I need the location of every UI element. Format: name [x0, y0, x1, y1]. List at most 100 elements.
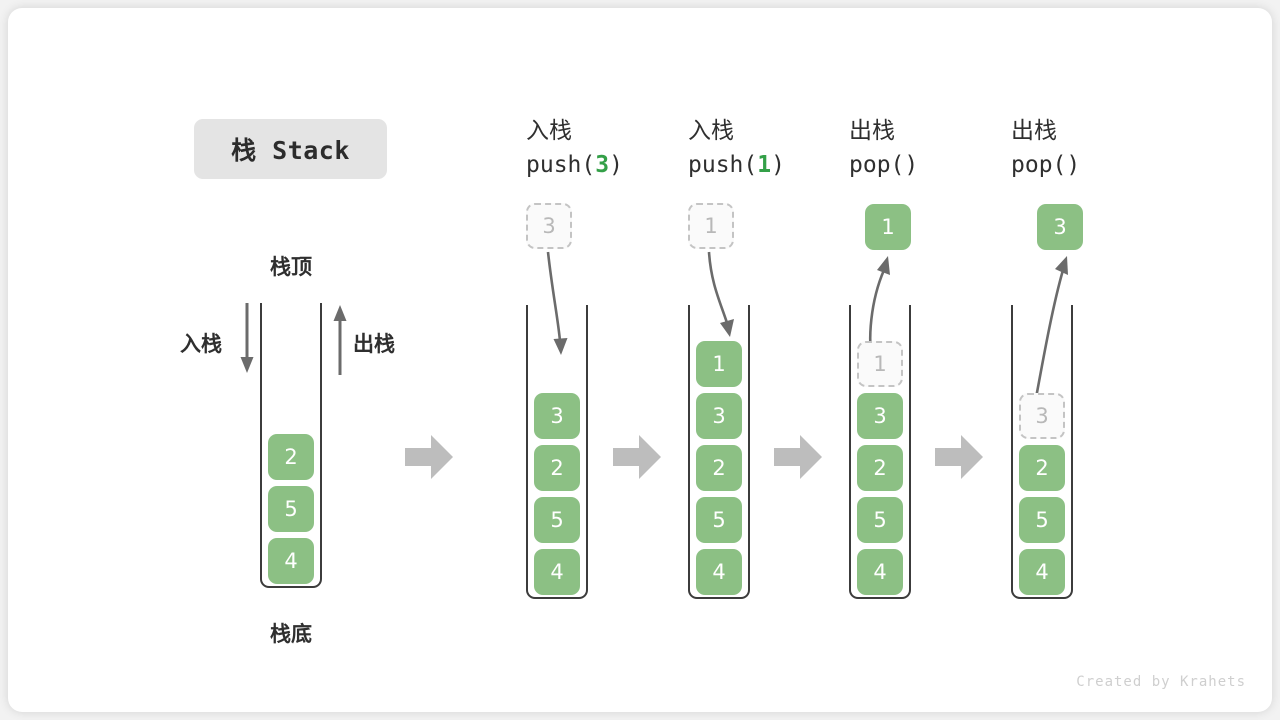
stack-cell: 2 [534, 445, 580, 491]
main-pop-label: 出栈 [353, 332, 395, 356]
stack-cells-3: 4 5 2 3 [1011, 387, 1073, 595]
stack-walls [849, 305, 911, 599]
stack-cell-value: 3 [712, 404, 726, 428]
step-column-2: 出栈 pop() 1 4 5 2 3 1 [849, 116, 1019, 599]
stack-cell-value: 2 [712, 456, 726, 480]
stack-cell-value: 4 [1035, 560, 1049, 584]
main-stack-cells: 4 5 2 [260, 428, 322, 584]
stack-cell-value: 4 [284, 549, 298, 573]
code-number: 3 [595, 152, 610, 179]
step-header-cn-1: 入栈 [688, 118, 734, 144]
code-prefix: push( [688, 152, 758, 179]
float-box-1: 1 [688, 203, 734, 249]
stack-cell: 2 [696, 445, 742, 491]
stack-bottom-label: 栈底 [270, 622, 312, 646]
code-prefix: pop( [849, 152, 905, 179]
main-push-arrow-icon [240, 303, 254, 373]
step-header-0: 入栈 push(3) [526, 116, 696, 181]
stack-cell-value: 2 [284, 445, 298, 469]
stack-container-3: 4 5 2 3 [1011, 305, 1073, 599]
stack-cell: 3 [534, 393, 580, 439]
step-column-3: 出栈 pop() 3 4 5 2 3 [1011, 116, 1181, 599]
stack-cell-value: 2 [550, 456, 564, 480]
step-header-code-3: pop() [1011, 150, 1181, 180]
stack-cells-0: 4 5 2 3 [526, 387, 588, 595]
step-header-code-2: pop() [849, 150, 1019, 180]
code-suffix: ) [609, 152, 623, 179]
float-box-value-0: 3 [542, 214, 556, 238]
stack-cell: 1 [696, 341, 742, 387]
stack-cell: 2 [268, 434, 314, 480]
float-box-value-1: 1 [704, 214, 718, 238]
stack-cell-value: 4 [550, 560, 564, 584]
main-stack-container: 4 5 2 [260, 303, 322, 588]
stack-cell-value: 5 [873, 508, 887, 532]
stack-cell-value: 4 [712, 560, 726, 584]
float-box-0: 3 [526, 203, 572, 249]
float-box-value-3: 3 [1053, 215, 1067, 239]
stack-cells-2: 4 5 2 3 1 [849, 335, 911, 595]
step-header-3: 出栈 pop() [1011, 116, 1181, 181]
code-suffix: ) [904, 152, 919, 179]
step-header-cn-2: 出栈 [849, 118, 895, 144]
stack-cell: 2 [1019, 445, 1065, 491]
stack-cell: 3 [1019, 393, 1065, 439]
step-header-2: 出栈 pop() [849, 116, 1019, 181]
stack-cell-value: 5 [284, 497, 298, 521]
flow-arrow-icon-2 [774, 435, 822, 479]
stack-cell-value: 3 [550, 404, 564, 428]
flow-arrow-icon-0 [405, 435, 453, 479]
stack-cell-value: 3 [1035, 404, 1049, 428]
stack-cell: 5 [857, 497, 903, 543]
step-header-cn-3: 出栈 [1011, 118, 1057, 144]
stack-cell: 4 [857, 549, 903, 595]
stack-cell: 5 [1019, 497, 1065, 543]
step-header-cn-0: 入栈 [526, 118, 572, 144]
stack-cell: 5 [696, 497, 742, 543]
diagram-card: 栈 Stack 栈顶 入栈 出栈 4 5 2 栈底 入栈 [8, 8, 1272, 712]
stack-cell: 5 [534, 497, 580, 543]
push-arrow-icon-0 [546, 251, 568, 355]
stack-cell-value: 5 [550, 508, 564, 532]
title-badge-label: 栈 Stack [231, 136, 350, 165]
code-prefix: pop( [1011, 152, 1067, 179]
stack-cell: 3 [857, 393, 903, 439]
push-arrow-icon-1 [707, 251, 734, 337]
step-header-1: 入栈 push(1) [688, 116, 858, 181]
step-header-code-0: push(3) [526, 150, 696, 180]
stack-walls [526, 305, 588, 599]
stack-cell-value: 5 [1035, 508, 1049, 532]
stack-top-label: 栈顶 [270, 255, 312, 279]
stack-cell-value: 4 [873, 560, 887, 584]
stack-cell: 5 [268, 486, 314, 532]
stack-cell: 1 [857, 341, 903, 387]
footer-credit: Created by Krahets [1076, 674, 1246, 690]
float-box-2: 1 [865, 204, 911, 250]
stack-container-0: 4 5 2 3 [526, 305, 588, 599]
main-push-label: 入栈 [180, 332, 222, 356]
step-header-code-1: push(1) [688, 150, 858, 180]
title-badge: 栈 Stack [194, 119, 387, 179]
stack-cell: 2 [857, 445, 903, 491]
code-prefix: push( [526, 152, 596, 179]
code-suffix: ) [771, 152, 785, 179]
stack-cell: 3 [696, 393, 742, 439]
float-box-value-2: 1 [881, 215, 895, 239]
stack-walls [1011, 305, 1073, 599]
stack-cell-value: 2 [873, 456, 887, 480]
flow-arrow-icon-3 [935, 435, 983, 479]
stack-walls [688, 305, 750, 599]
stack-cells-1: 4 5 2 3 1 [688, 335, 750, 595]
stack-cell: 4 [696, 549, 742, 595]
code-number: 1 [757, 152, 772, 179]
stack-cell-value: 2 [1035, 456, 1049, 480]
code-suffix: ) [1066, 152, 1081, 179]
stack-walls [260, 303, 322, 588]
stack-container-1: 4 5 2 3 1 [688, 305, 750, 599]
stack-cell: 4 [268, 538, 314, 584]
flow-arrow-icon-1 [613, 435, 661, 479]
stack-cell-value: 3 [873, 404, 887, 428]
main-pop-arrow-icon [333, 305, 347, 375]
stack-container-2: 4 5 2 3 1 [849, 305, 911, 599]
